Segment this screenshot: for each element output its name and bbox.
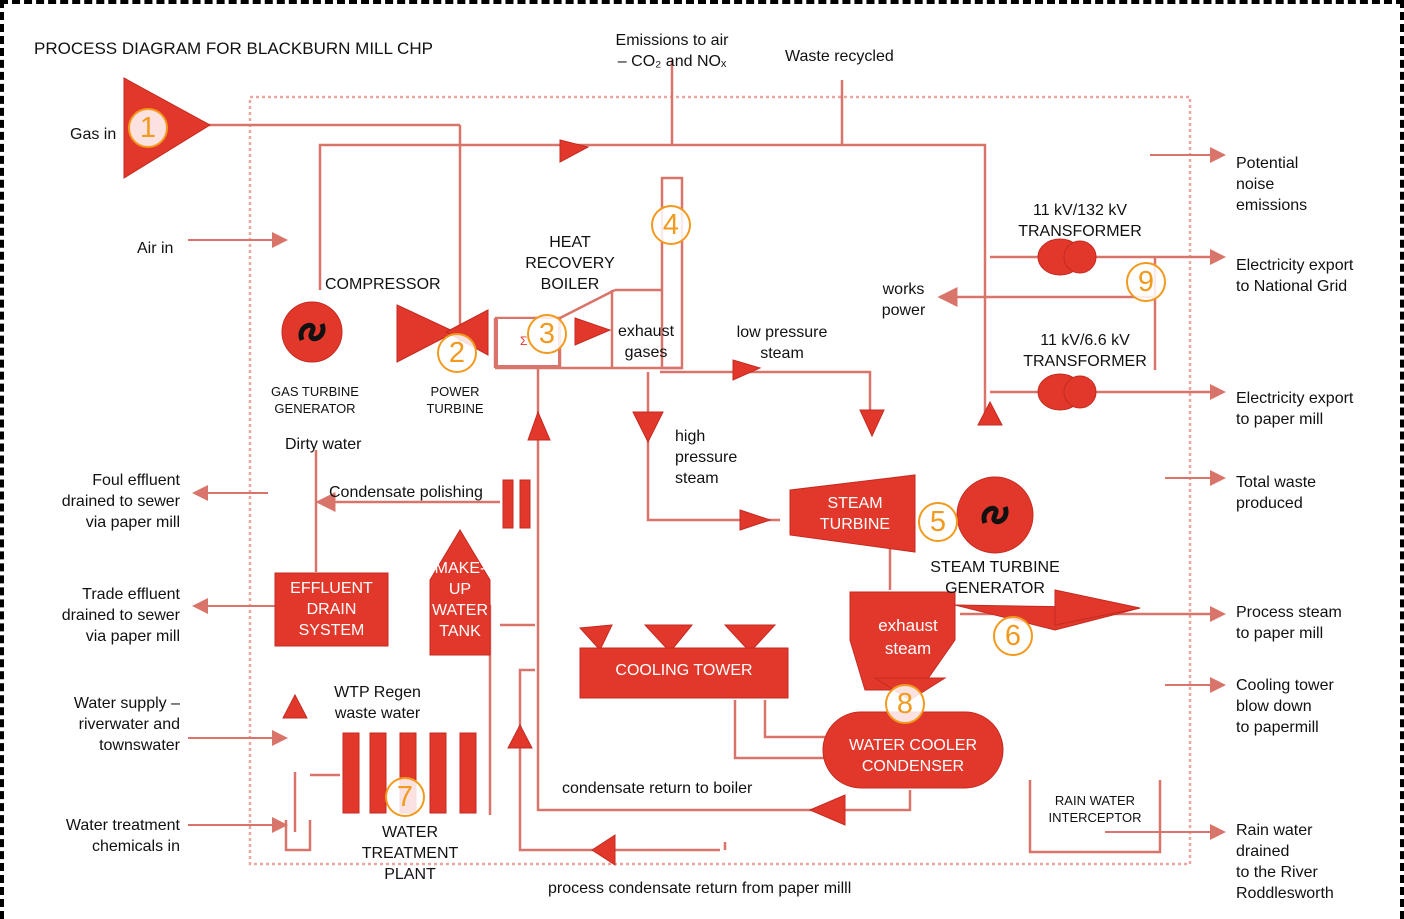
condenser-label: WATER COOLER CONDENSER <box>848 737 977 775</box>
svg-text:Σ: Σ <box>520 334 527 348</box>
steam-turbine <box>789 474 916 553</box>
effluent-drain-label: EFFLUENT DRAIN SYSTEM <box>290 580 373 639</box>
steam-turbine-label: STEAM TURBINE <box>819 495 891 533</box>
waste-recycled-label: Waste recycled <box>785 48 894 65</box>
number-badge-8: 8 <box>885 684 925 724</box>
dirty-water-label: Dirty water <box>285 436 362 453</box>
exhaust-gases-label: exhaust gases <box>617 323 675 361</box>
water-supply-label: Water supply – riverwater and townswater <box>73 695 180 754</box>
foul-effluent-label: Foul effluent drained to sewer via paper… <box>61 472 180 531</box>
noise-label: Potential noise emissions <box>1236 155 1308 214</box>
number-badge-9: 9 <box>1126 262 1166 302</box>
wtp-regen-label: WTP Regen waste water <box>334 684 421 722</box>
number-badge-7: 7 <box>385 777 425 817</box>
total-waste-label: Total waste produced <box>1236 474 1317 512</box>
paper-mill-export-label: Electricity export to paper mill <box>1236 390 1354 428</box>
number-badge-1: 1 <box>128 108 168 148</box>
low-pressure-steam-label: low pressure steam <box>736 324 828 362</box>
number-badge-2: 2 <box>437 333 477 373</box>
heat-recovery-boiler-label: HEAT RECOVERY BOILER <box>525 234 615 293</box>
compressor <box>396 304 457 363</box>
plant-boundary <box>248 95 1192 866</box>
chemicals-label: Water treatment chemicals in <box>65 817 180 855</box>
cooling-tower <box>579 647 789 699</box>
process-condensate-return-label: process condensate return from paper mil… <box>548 880 852 897</box>
diagram-title: PROCESS DIAGRAM FOR BLACKBURN MILL CHP <box>34 39 433 58</box>
exhaust-steam-label: exhaust steam <box>878 616 938 658</box>
number-badge-5: 5 <box>918 502 958 542</box>
makeup-tank <box>429 529 491 656</box>
condensate-return-label: condensate return to boiler <box>562 780 753 797</box>
number-badge-6: 6 <box>993 616 1033 656</box>
power-turbine-label: POWER TURBINE <box>426 384 484 416</box>
external-arrows <box>188 147 1226 840</box>
emissions-label: Emissions to air – CO₂ and NOₓ <box>615 32 729 70</box>
makeup-tank-label: MAKE- UP WATER TANK <box>432 560 488 640</box>
rain-water-label: Rain water drained to the River Roddlesw… <box>1236 822 1334 902</box>
blowdown-label: Cooling tower blow down to papermill <box>1236 677 1334 736</box>
cooling-tower-label: COOLING TOWER <box>615 662 753 679</box>
trade-effluent-label: Trade effluent drained to sewer via pape… <box>61 586 180 645</box>
water-treatment-plant-label: WATER TREATMENT PLANT <box>361 824 459 883</box>
number-badge-4: 4 <box>651 205 691 245</box>
works-power-label: works power <box>881 281 926 319</box>
components <box>123 77 1141 866</box>
grid-export-label: Electricity export to National Grid <box>1236 257 1354 295</box>
steam-turbine-generator-label: STEAM TURBINE GENERATOR <box>930 559 1060 597</box>
process-steam-label: Process steam to paper mill <box>1236 604 1342 642</box>
transformer-132-label: 11 kV/132 kV TRANSFORMER <box>1018 202 1142 240</box>
number-badge-3: 3 <box>527 314 567 354</box>
air-in-label: Air in <box>137 240 174 257</box>
transformer-66-label: 11 kV/6.6 kV TRANSFORMER <box>1023 332 1147 370</box>
gas-turbine-generator-label: GAS TURBINE GENERATOR <box>271 384 359 416</box>
rain-water-interceptor-label: RAIN WATER INTERCEPTOR <box>1048 793 1142 825</box>
high-pressure-steam-label: high pressure steam <box>675 428 738 487</box>
condensate-polishing-label: Condensate polishing <box>329 484 483 501</box>
compressor-label: COMPRESSOR <box>325 276 441 293</box>
gas-in-label: Gas in <box>70 126 117 143</box>
